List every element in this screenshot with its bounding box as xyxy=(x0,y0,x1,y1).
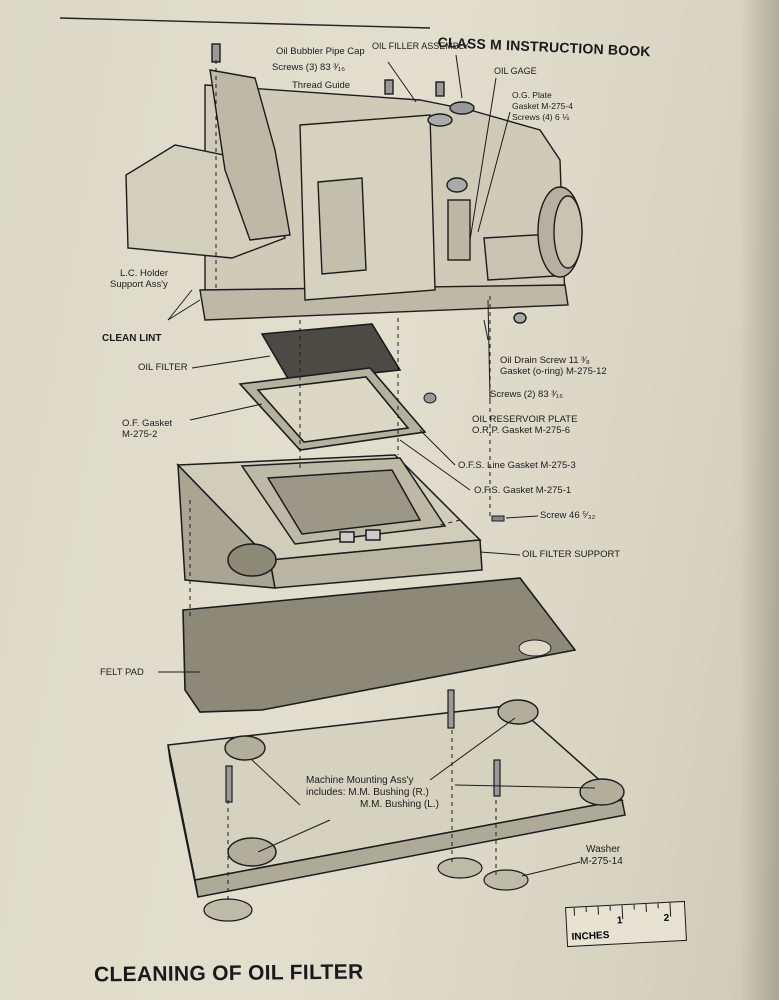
oil-filter-part xyxy=(260,323,402,383)
oil-filter-support-part xyxy=(176,454,483,589)
page-edge-shadow xyxy=(739,0,779,1000)
leader-lines xyxy=(158,54,596,900)
machine-head xyxy=(125,43,583,324)
label-oil-bubbler-pipe-cap: Oil Bubbler Pipe Cap xyxy=(276,46,365,57)
of-gasket-part xyxy=(238,367,427,451)
label-screws-3: Screws (3) 83 ³⁄₁₆ xyxy=(272,62,346,73)
washers xyxy=(203,857,529,922)
label-ofs-gasket: O.F.S. Gasket M-275-1 xyxy=(474,485,572,496)
felt-pad-part xyxy=(182,577,577,713)
label-washer-part: M-275-14 xyxy=(580,856,623,867)
figure-caption: CLEANING OF OIL FILTER xyxy=(93,960,364,987)
label-washer: Washer xyxy=(586,844,621,855)
label-lc-holder: L.C. Holder xyxy=(120,268,169,279)
label-screws-2: Screws (2) 83 ³⁄₁₆ xyxy=(490,389,564,400)
label-clean-lint: CLEAN LINT xyxy=(102,333,162,344)
label-of-gasket: O.F. Gasket xyxy=(122,418,173,429)
label-oil-reservoir-plate: OIL RESERVOIR PLATE xyxy=(472,414,578,425)
label-oil-drain-screw: Oil Drain Screw 11 ³⁄₈ xyxy=(500,355,590,366)
label-oil-gage: OIL GAGE xyxy=(494,66,537,76)
ruler-mark-one: 1 xyxy=(616,915,623,927)
label-oil-drain-gasket: Gasket (o-ring) M-275-12 xyxy=(500,366,607,377)
label-mm-bushing-l: M.M. Bushing (L.) xyxy=(360,799,439,810)
label-lc-holder-support: Support Ass'y xyxy=(110,279,168,290)
inches-ruler: INCHES 1 2 xyxy=(565,900,687,948)
label-oil-filler-assembly: OIL FILLER ASSEMBLY xyxy=(372,41,470,51)
base-board xyxy=(167,704,626,898)
label-machine-mounting: Machine Mounting Ass'y xyxy=(306,775,414,786)
header-rule xyxy=(59,17,431,29)
label-felt-pad: FELT PAD xyxy=(100,667,144,678)
label-og-plate-screws: Screws (4) 6 ⅛ xyxy=(512,112,570,122)
ofs-line-gasket-part xyxy=(423,392,437,404)
label-mm-includes: includes: M.M. Bushing (R.) xyxy=(306,787,429,798)
label-oil-filter-support: OIL FILTER SUPPORT xyxy=(522,549,621,560)
ruler-unit-label: INCHES xyxy=(571,929,610,943)
ruler-mark-two: 2 xyxy=(663,912,670,925)
label-og-plate-gasket: Gasket M-275-4 xyxy=(512,101,573,111)
label-ofs-line-gasket: O.F.S. Line Gasket M-275-3 xyxy=(458,460,576,471)
ruler-ticks xyxy=(573,902,672,920)
label-thread-guide: Thread Guide xyxy=(292,80,351,91)
felt-pad-hole xyxy=(518,639,552,657)
label-oil-filter: OIL FILTER xyxy=(138,362,188,373)
label-og-plate: O.G. Plate xyxy=(512,90,552,100)
label-of-gasket-part: M-275-2 xyxy=(122,429,158,440)
label-screw-46: Screw 46 ⁵⁄₃₂ xyxy=(540,510,596,521)
label-orp-gasket: O.R.P. Gasket M-275-6 xyxy=(472,425,571,436)
mounting-bushings xyxy=(224,699,625,867)
wood-screws xyxy=(225,689,501,803)
screw-46-part xyxy=(491,515,505,522)
